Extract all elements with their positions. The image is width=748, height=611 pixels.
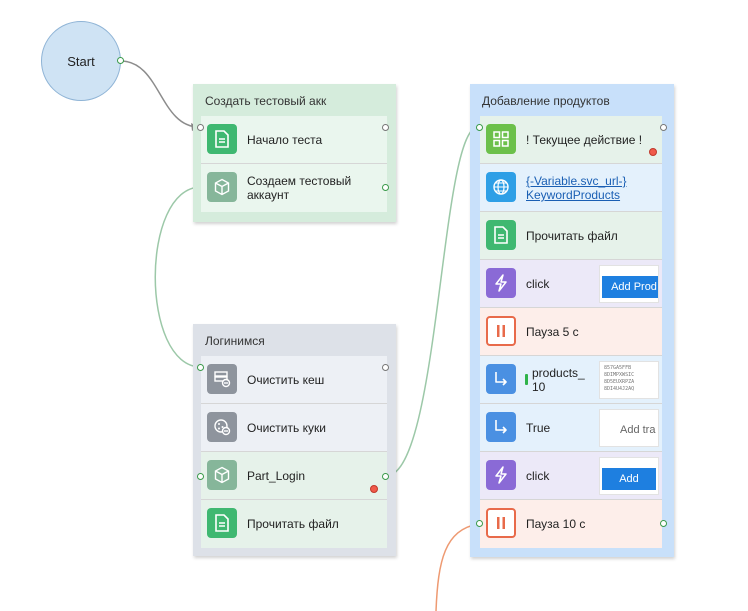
action-pause-10[interactable]: Пауза 10 с xyxy=(480,500,662,548)
action-label: Прочитать файл xyxy=(247,517,339,531)
document-icon xyxy=(486,220,516,250)
preview-button: Add Prod xyxy=(602,276,658,298)
input-port[interactable] xyxy=(476,124,483,131)
action-current-action[interactable]: ! Текущее действие ! xyxy=(480,116,662,164)
output-port[interactable] xyxy=(382,364,389,371)
pause-icon xyxy=(486,316,516,346)
arrow-turn-icon xyxy=(486,412,516,442)
output-port[interactable] xyxy=(660,124,667,131)
action-read-file[interactable]: Прочитать файл xyxy=(480,212,662,260)
group-title: Логинимся xyxy=(205,334,265,348)
element-preview: Add tra xyxy=(599,409,659,447)
document-icon xyxy=(207,124,237,154)
action-part-login[interactable]: Part_Login xyxy=(201,452,387,500)
output-port[interactable] xyxy=(382,473,389,480)
grid-icon xyxy=(486,124,516,154)
error-indicator xyxy=(370,485,378,493)
cube-icon xyxy=(207,172,237,202)
action-products-variable[interactable]: products_10 857GA5FFB 8DIMPXWSIC 8D5EUXR… xyxy=(480,356,662,404)
action-start-test[interactable]: Начало теста xyxy=(201,116,387,164)
output-port[interactable] xyxy=(382,184,389,191)
start-node[interactable]: Start xyxy=(41,21,121,101)
action-click[interactable]: click Add Prod xyxy=(480,260,662,308)
clear-cache-icon xyxy=(207,364,237,394)
action-group-add-products[interactable]: Добавление продуктов ! Текущее действие … xyxy=(470,84,674,557)
cookie-icon xyxy=(207,412,237,442)
input-port[interactable] xyxy=(197,364,204,371)
action-label: click xyxy=(526,277,550,291)
action-group-create-account[interactable]: Создать тестовый акк Начало теста Создае… xyxy=(193,84,396,222)
action-label: ! Текущее действие ! xyxy=(526,133,643,147)
cube-icon xyxy=(207,460,237,490)
status-bar-green xyxy=(525,374,528,385)
element-preview: 857GA5FFB 8DIMPXWSIC 8D5EUXRPZA 8DI4U4J2… xyxy=(599,361,659,399)
wire-group2-to-group3 xyxy=(385,126,479,477)
lightning-icon xyxy=(486,460,516,490)
input-port[interactable] xyxy=(197,473,204,480)
error-indicator xyxy=(649,148,657,156)
action-navigate-url[interactable]: {-Variable.svc_url-}KeywordProducts xyxy=(480,164,662,212)
pause-icon xyxy=(486,508,516,538)
action-label: Очистить кеш xyxy=(247,373,325,387)
lightning-icon xyxy=(486,268,516,298)
action-label-link[interactable]: {-Variable.svc_url-}KeywordProducts xyxy=(526,174,627,202)
output-port[interactable] xyxy=(660,520,667,527)
action-label: products_10 xyxy=(532,366,585,394)
action-label: click xyxy=(526,469,550,483)
preview-text: Add tra xyxy=(620,424,656,436)
group-title: Добавление продуктов xyxy=(482,94,610,108)
action-label: Part_Login xyxy=(247,469,306,483)
group-title: Создать тестовый акк xyxy=(205,94,327,108)
action-label: Прочитать файл xyxy=(526,229,618,243)
input-port[interactable] xyxy=(197,124,204,131)
action-label: Очистить куки xyxy=(247,421,326,435)
action-label: Пауза 10 с xyxy=(526,517,586,531)
element-preview: Add Prod xyxy=(599,265,659,303)
start-output-port[interactable] xyxy=(117,57,124,64)
preview-text: 857GA5FFB 8DIMPXWSIC 8D5EUXRPZA 8DI4U4J2… xyxy=(604,365,635,392)
arrow-turn-icon xyxy=(486,364,516,394)
start-label: Start xyxy=(67,53,95,69)
input-port[interactable] xyxy=(476,520,483,527)
action-read-file[interactable]: Прочитать файл xyxy=(201,500,387,548)
action-click[interactable]: click Add xyxy=(480,452,662,500)
document-icon xyxy=(207,508,237,538)
element-preview: Add xyxy=(599,457,659,495)
action-label: Начало теста xyxy=(247,133,323,147)
action-pause-5[interactable]: Пауза 5 с xyxy=(480,308,662,356)
action-group-login[interactable]: Логинимся Очистить кеш Очистить куки Par… xyxy=(193,324,396,556)
action-true-branch[interactable]: True Add tra xyxy=(480,404,662,452)
action-clear-cookies[interactable]: Очистить куки xyxy=(201,404,387,452)
action-label: Пауза 5 с xyxy=(526,325,579,339)
globe-icon xyxy=(486,172,516,202)
preview-button: Add xyxy=(602,468,656,490)
action-label: True xyxy=(526,421,551,435)
action-clear-cache[interactable]: Очистить кеш xyxy=(201,356,387,404)
output-port[interactable] xyxy=(382,124,389,131)
wire-start-to-group1 xyxy=(120,60,200,128)
